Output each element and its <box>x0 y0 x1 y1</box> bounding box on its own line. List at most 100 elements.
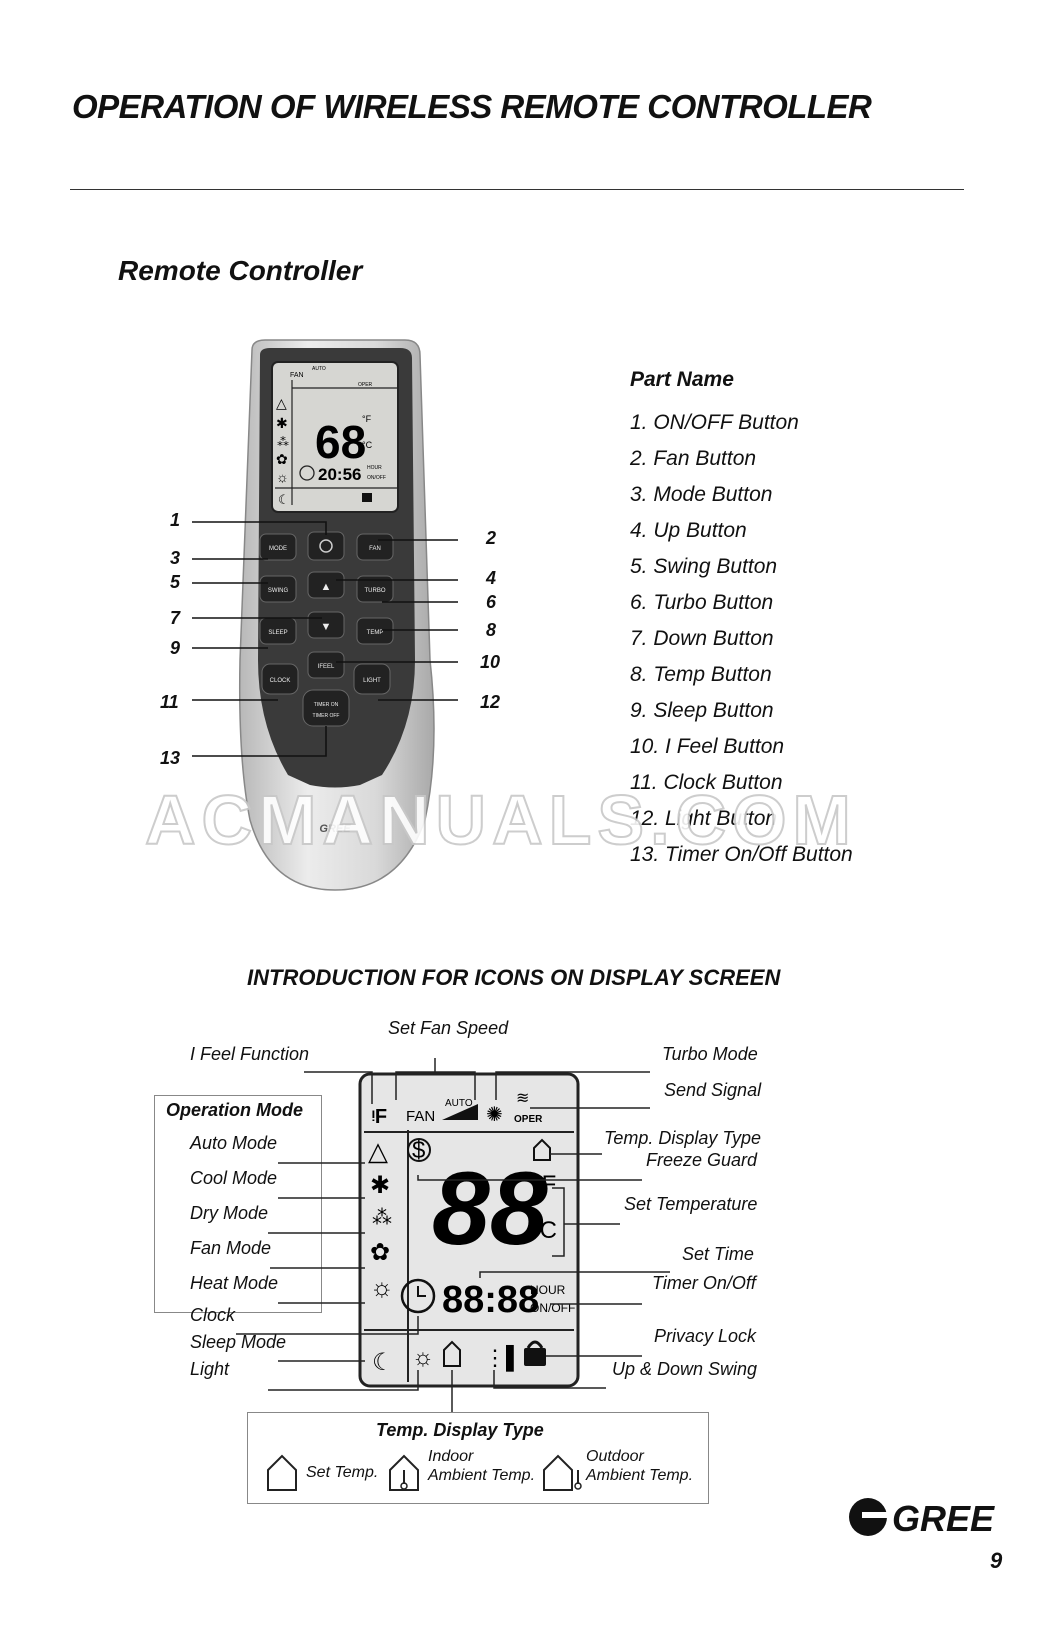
label-temp-display-type: Temp. Display Type <box>604 1128 762 1148</box>
callout-9: 9 <box>170 638 181 658</box>
big-lcd-time-digits: 88:88 <box>442 1279 539 1321</box>
callout-12: 12 <box>480 692 501 712</box>
label-set-temperature: Set Temperature <box>624 1194 758 1214</box>
label-auto-mode: Auto Mode <box>190 1133 278 1153</box>
lcd-auto-text: AUTO <box>312 366 326 372</box>
temp-type-icons <box>267 1454 582 1491</box>
big-lcd-f-unit: °F <box>532 1171 556 1198</box>
label-operation-mode: Operation Mode <box>166 1100 304 1120</box>
big-lcd-auto-text: AUTO <box>445 1098 473 1109</box>
callout-5: 5 <box>170 572 181 592</box>
clock-button[interactable] <box>261 663 299 695</box>
turbo-button-label: TURBO <box>365 588 386 594</box>
part-item: 8. Temp Button <box>630 663 772 686</box>
part-item: 4. Up Button <box>630 519 747 542</box>
lcd-clock-icon <box>299 465 315 481</box>
lcd-oper-text: OPER <box>358 382 373 388</box>
fan-speed-bars-icon <box>442 1104 478 1120</box>
onoff-button[interactable] <box>307 531 345 561</box>
part-name-heading: Part Name <box>630 368 734 391</box>
indoor-temp-icon <box>443 1340 461 1367</box>
temp-display-type-box <box>247 1412 709 1504</box>
label-privacy-lock: Privacy Lock <box>654 1326 757 1346</box>
label-freeze-guard: Freeze Guard <box>646 1150 758 1170</box>
part-item: 2. Fan Button <box>630 447 757 470</box>
power-icon <box>319 539 333 553</box>
lcd-onoff-text: ON/OFF <box>367 475 386 481</box>
privacy-lock-icon <box>524 1348 546 1366</box>
lcd-dry-icon: ⁂ <box>277 435 289 449</box>
ifeel-icon: ᵎF <box>372 1106 387 1128</box>
heat-mode-icon: ☼ <box>370 1272 394 1302</box>
up-arrow-icon: ▲ <box>321 581 332 593</box>
lcd-heat-icon: ☼ <box>276 469 289 485</box>
label-dry-mode: Dry Mode <box>190 1203 269 1223</box>
outdoor-temp-house-icon <box>543 1454 573 1491</box>
remote-callout-lines <box>192 521 458 757</box>
part-item: 3. Mode Button <box>630 483 773 506</box>
light-button-label: LIGHT <box>363 678 381 684</box>
section-title: Remote Controller <box>118 255 363 286</box>
dry-mode-icon: ⁂ <box>372 1207 392 1229</box>
page-number: 9 <box>990 1548 1003 1573</box>
part-name-list: 1. ON/OFF Button 2. Fan Button 3. Mode B… <box>630 410 853 878</box>
label-set-fan-speed: Set Fan Speed <box>388 1018 509 1038</box>
indoor-label-2: Ambient Temp. <box>428 1467 536 1484</box>
part-item: 12. Light Button <box>630 807 778 830</box>
sleep-button-label: SLEEP <box>268 630 287 636</box>
timer-button[interactable] <box>302 689 350 727</box>
callout-6: 6 <box>486 592 497 612</box>
light-button[interactable] <box>353 663 391 695</box>
big-lcd-c-unit: °C <box>530 1217 557 1244</box>
lcd-c-unit: °C <box>362 440 373 450</box>
part-item: 5. Swing Button <box>630 555 778 578</box>
label-light: Light <box>190 1359 230 1379</box>
lcd-fan-text: FAN <box>290 372 304 379</box>
label-i-feel-function: I Feel Function <box>190 1044 310 1064</box>
label-up-down-swing: Up & Down Swing <box>612 1359 758 1379</box>
lcd-icon-diagram: ᵎF FAN AUTO ✺ ≋ OPER △ ✱ ⁂ ✿ ☼ ☾ $ 88 °F… <box>236 1058 670 1412</box>
up-button[interactable] <box>307 571 345 599</box>
set-temp-label: Set Temp. <box>306 1464 379 1481</box>
callout-13: 13 <box>160 748 181 768</box>
label-turbo-mode: Turbo Mode <box>662 1044 758 1064</box>
part-item: 7. Down Button <box>630 627 774 650</box>
signal-icon: ≋ <box>516 1090 529 1107</box>
callout-2: 2 <box>486 528 497 548</box>
operation-mode-box <box>154 1095 322 1313</box>
remote-controller-illustration: FAN AUTO OPER 68 °F °C 20:56 HOUR ON/OFF… <box>192 339 458 891</box>
big-lcd-fan-text: FAN <box>406 1108 435 1125</box>
freeze-guard-icon: $ <box>412 1137 425 1164</box>
callout-1: 1 <box>170 510 181 530</box>
lcd-temp-digits: 68 <box>315 416 366 468</box>
callout-8: 8 <box>486 620 497 640</box>
callout-10: 10 <box>480 652 501 672</box>
swing-button[interactable] <box>259 575 297 603</box>
ifeel-button[interactable] <box>307 651 345 679</box>
icons-section-title: INTRODUCTION FOR ICONS ON DISPLAY SCREEN <box>247 965 781 990</box>
lcd-time-digits: 20:56 <box>318 465 361 484</box>
big-lcd-onoff-text: ON/OFF <box>530 1301 575 1315</box>
callout-3: 3 <box>170 548 181 568</box>
label-fan-mode: Fan Mode <box>190 1238 272 1258</box>
label-cool-mode: Cool Mode <box>190 1168 278 1188</box>
swing-icon: ⋮▌ <box>484 1344 522 1372</box>
lcd-f-unit: °F <box>362 414 372 424</box>
callout-11: 11 <box>160 692 179 712</box>
lcd-callout-lines <box>236 1058 670 1412</box>
lcd-sleep-icon: ☾ <box>278 492 290 507</box>
turbo-button[interactable] <box>356 575 394 603</box>
mode-button[interactable] <box>259 533 297 561</box>
label-set-time: Set Time <box>682 1244 754 1264</box>
callout-7: 7 <box>170 608 181 628</box>
cool-mode-icon: ✱ <box>370 1172 390 1199</box>
big-lcd-hour-text: HOUR <box>530 1283 566 1297</box>
temp-button[interactable] <box>356 617 394 645</box>
part-item: 10. I Feel Button <box>630 735 785 758</box>
gree-logo-text: GREE <box>892 1498 995 1539</box>
big-lcd-temp-digits: 88 <box>432 1151 548 1267</box>
remote-buttons: MODE FAN SWING ▲ TURBO SLEEP ▼ TEMP IFEE… <box>259 531 394 727</box>
remote-brand-logo: GREE <box>319 823 351 835</box>
swing-button-label: SWING <box>268 588 289 594</box>
label-heat-mode: Heat Mode <box>190 1273 279 1293</box>
